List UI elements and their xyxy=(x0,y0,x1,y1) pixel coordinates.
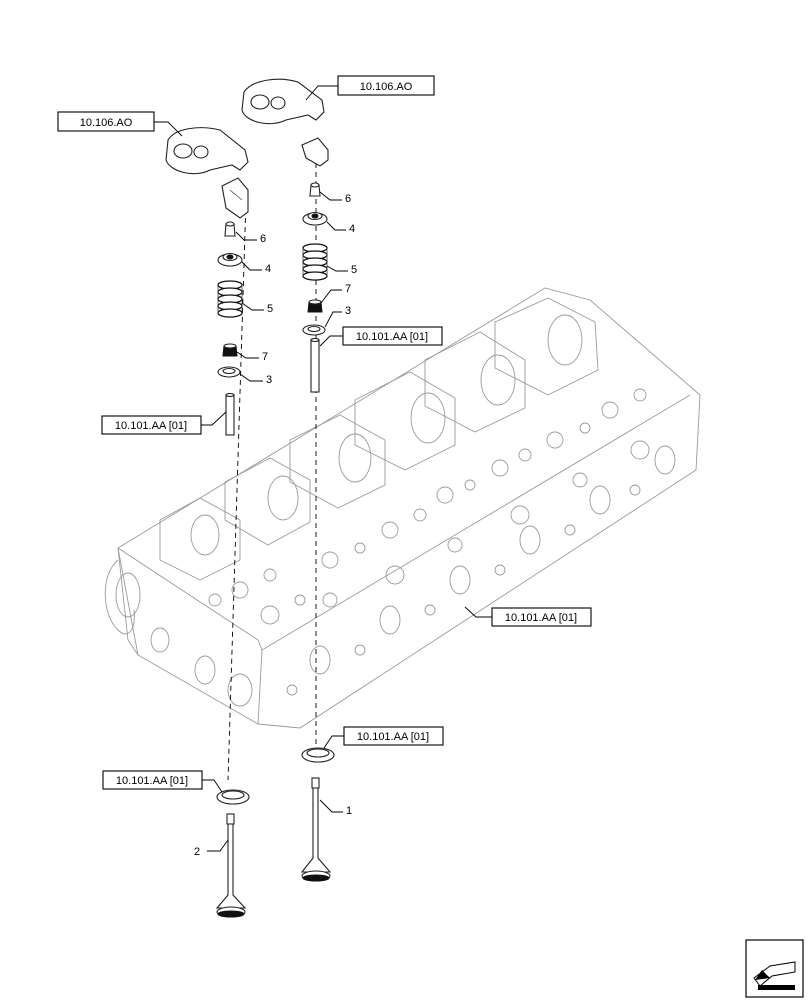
ref-callout-guide-left[interactable]: 10.101.AA [01] xyxy=(101,411,227,435)
valve-cap-right xyxy=(309,182,321,197)
item-number-7-left: 7 xyxy=(262,351,268,363)
item-number-5-left: 5 xyxy=(267,303,273,315)
item-number-4-left: 4 xyxy=(265,263,271,275)
spring-washer-left xyxy=(217,366,241,378)
ref-callout-seat-right[interactable]: 10.101.AA [01] xyxy=(323,726,444,749)
side-ports xyxy=(150,445,676,707)
valve-spring-left xyxy=(217,280,243,318)
valve-2 xyxy=(215,813,247,918)
valve-1 xyxy=(300,777,332,882)
svg-text:10.101.AA [01]: 10.101.AA [01] xyxy=(116,775,188,787)
item-number-6-left: 6 xyxy=(260,233,266,245)
spring-retainer-right xyxy=(302,211,328,226)
spring-washer-right xyxy=(302,324,326,336)
ref-callout-cylinder-head[interactable]: 10.101.AA [01] xyxy=(464,606,592,627)
svg-text:10.101.AA [01]: 10.101.AA [01] xyxy=(356,331,428,343)
svg-text:10.101.AA [01]: 10.101.AA [01] xyxy=(505,612,577,624)
item-number-7-right: 7 xyxy=(345,283,351,295)
valve-guide-left xyxy=(225,392,235,436)
valve-guide-right xyxy=(310,337,320,393)
rocker-arm-left xyxy=(165,127,249,219)
valve-cap-left xyxy=(224,221,236,237)
svg-text:10.101.AA [01]: 10.101.AA [01] xyxy=(115,420,187,432)
item-number-4-right: 4 xyxy=(349,223,355,235)
next-page-arrow-icon[interactable] xyxy=(745,939,804,998)
ref-callout-guide-right[interactable]: 10.101.AA [01] xyxy=(319,326,443,347)
svg-text:10.101.AA [01]: 10.101.AA [01] xyxy=(357,731,429,743)
ref-callout-rocker-right[interactable]: 10.106.AO xyxy=(305,75,435,101)
valve-seal-left xyxy=(222,343,238,357)
valve-seat-left xyxy=(216,789,250,805)
valve-seal-right xyxy=(307,299,323,313)
valve-seat-right xyxy=(301,747,335,763)
item-number-2: 2 xyxy=(194,846,200,858)
spring-retainer-left xyxy=(217,252,243,267)
ref-callout-seat-left[interactable]: 10.101.AA [01] xyxy=(102,770,223,793)
svg-text:10.106.AO: 10.106.AO xyxy=(360,81,413,93)
right-valve-stack xyxy=(241,78,329,393)
svg-text:10.106.AO: 10.106.AO xyxy=(80,117,133,129)
item-number-3-right: 3 xyxy=(345,305,351,317)
left-valve-stack xyxy=(165,127,249,436)
rocker-arm-right xyxy=(241,78,329,167)
item-number-6-right: 6 xyxy=(345,193,351,205)
ref-callout-rocker-left[interactable]: 10.106.AO xyxy=(57,111,183,137)
item-callouts: 6 4 5 7 3 6 4 5 7 3 1 2 xyxy=(194,191,357,858)
valve-spring-right xyxy=(302,243,328,281)
cylinder-head xyxy=(104,287,701,729)
camshaft-housings xyxy=(159,297,599,581)
item-number-3-left: 3 xyxy=(266,374,272,386)
deck-holes xyxy=(208,388,650,625)
item-number-1: 1 xyxy=(346,805,352,817)
item-number-5-right: 5 xyxy=(351,264,357,276)
